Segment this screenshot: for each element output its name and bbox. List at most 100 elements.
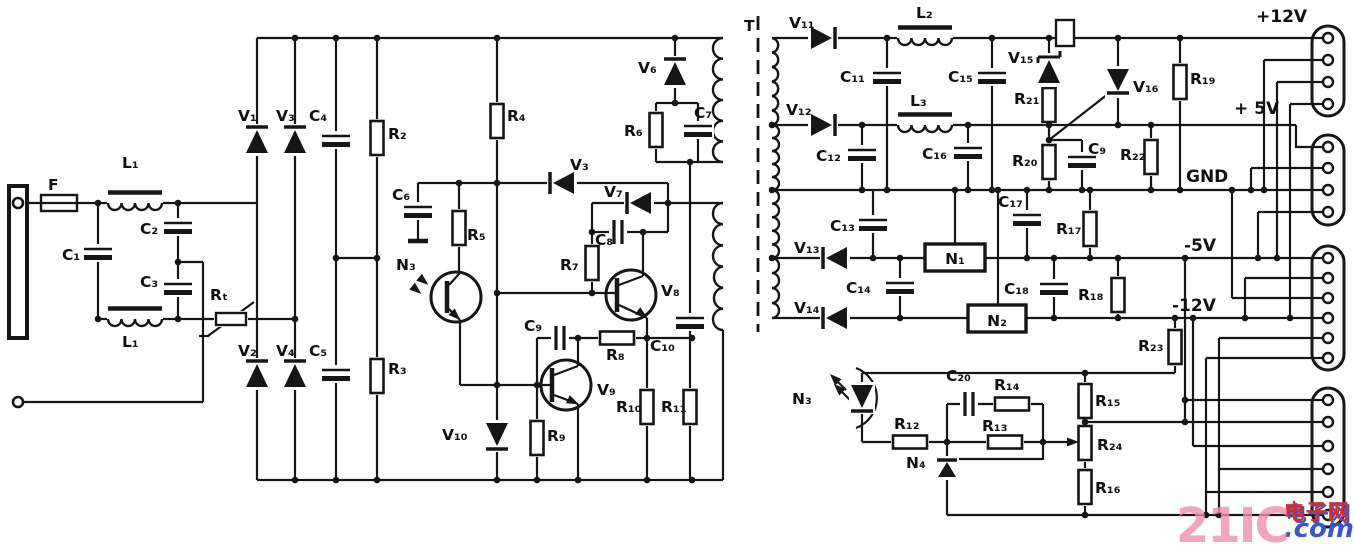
label-r18: R₁₈ [1078,286,1104,304]
symbol-n4 [933,454,961,482]
label-r22: R₂₂ [1120,146,1146,164]
symbol-capH [162,279,194,297]
symbol-capH [320,365,352,383]
input-terminal-block [7,184,29,340]
symbol-indH [107,193,163,211]
junction-dot [291,315,299,323]
connector-4-pin [1321,415,1335,429]
connector-4-pin [1321,508,1335,522]
junction-dot [1045,186,1053,194]
symbol-resV [1075,380,1095,422]
output-connector-2 [1310,133,1346,227]
connector-pins [1321,31,1335,522]
connector-4-pin [1321,439,1335,453]
junction-dot [1147,121,1155,129]
output-connector-4 [1310,386,1346,529]
label-c9-sec: C₉ [1088,140,1106,158]
symbol-capH [320,131,352,149]
junction-dot [988,186,996,194]
label-r15: R₁₅ [1095,392,1121,410]
label-f: F [48,176,59,194]
connector-2-pin [1321,205,1335,219]
label-n4: N₄ [906,454,926,472]
junction-dot [332,254,340,262]
junction-dot [291,476,299,484]
junction-dot [858,186,866,194]
symbol-capV [958,388,980,420]
symbol-fuse [39,193,79,213]
symbol-circ [604,268,658,322]
label-v12: V₁₂ [786,101,812,119]
symbol-resV [1075,422,1095,464]
symbol-dL [622,188,656,218]
junction-dot [1081,369,1089,377]
symbol-resV [1108,274,1128,316]
label-v4: V₄ [276,342,295,360]
symbol-fuse2 [1054,18,1076,48]
symbol-capH [402,202,434,220]
junction-dot [1050,314,1058,322]
junction-dot [768,121,776,129]
junction-dot [869,254,877,262]
symbol-capH [1011,210,1043,228]
symbol-indH [897,115,953,133]
symbol-dR [806,110,840,140]
symbol-capH [884,278,916,296]
label-c10: C₁₀ [650,337,675,355]
junction-dot [1114,314,1122,322]
junction-dot [883,34,891,42]
symbol-dL [818,243,852,273]
label-c5: C₅ [309,342,327,360]
label-r20: R₂₀ [1012,152,1038,170]
connector-3-pin [1321,351,1335,365]
junction-dot [1241,314,1249,322]
label-rail-n12: -12V [1172,296,1217,316]
symbol-resV [1170,61,1190,103]
symbol-rt [212,309,250,329]
label-r3: R₃ [388,360,407,378]
symbol-resH [596,328,638,348]
junction-dot [1176,34,1184,42]
symbol-capH [952,143,984,161]
label-v6: V₆ [638,59,657,77]
junction-dot [768,254,776,262]
junction-dot [1202,511,1210,519]
symbol-dU [242,122,272,158]
symbol-resV [449,207,469,249]
symbol-indH [107,309,163,327]
label-r17: R₁₇ [1056,220,1082,238]
regulator-N2-box [966,303,1028,334]
label-c2: C₂ [140,220,158,238]
input-terminal-neutral [11,395,25,409]
symbol-resV [527,417,547,459]
junction-dot [533,476,541,484]
symbol-resH [889,432,931,452]
junction-dot [1023,254,1031,262]
connector-3-pin [1321,291,1335,305]
junction-dot [1081,418,1089,426]
symbol-dU [242,356,272,392]
symbol-capH [1038,279,1070,297]
connector-1-pin [1321,75,1335,89]
junction-dot [332,34,340,42]
label-r11: R₁₁ [661,398,687,416]
junction-dot [664,199,672,207]
junction-dot [1023,186,1031,194]
label-l2: L₂ [916,4,933,22]
junction-dot [493,289,501,297]
label-c20: C₂₀ [946,367,971,385]
label-v16: V₁₆ [1133,78,1159,96]
label-r14: R₁₄ [994,376,1020,394]
label-v8: V₈ [661,282,680,300]
label-c11: C₁₁ [840,68,865,86]
junction-dot [1286,314,1294,322]
input-terminal-live [11,196,25,210]
label-r19: R₁₉ [1190,70,1216,88]
junction-dot [1039,438,1047,446]
junction-dot [1045,34,1053,42]
label-c4: C₄ [309,107,327,125]
junction-dot [951,186,959,194]
label-v3: V₃ [276,107,295,125]
label-c1: C₁ [62,246,80,264]
symbol-dL [818,303,852,333]
